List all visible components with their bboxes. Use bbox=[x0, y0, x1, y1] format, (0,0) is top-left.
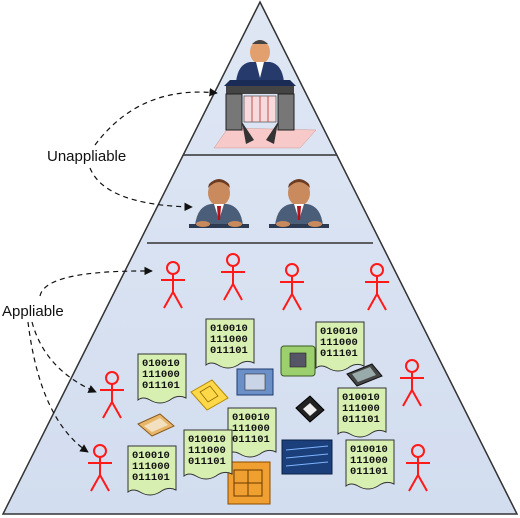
computer-chip-icon bbox=[137, 413, 175, 437]
binary-line: 011101 bbox=[142, 380, 180, 392]
binary-line: 010010 bbox=[142, 358, 180, 370]
binary-line: 011101 bbox=[320, 348, 358, 360]
binary-line: 011101 bbox=[188, 456, 226, 468]
binary-line: 010010 bbox=[188, 434, 226, 446]
binary-line: 111000 bbox=[210, 334, 248, 346]
binary-line: 010010 bbox=[210, 323, 248, 335]
binary-cards: 0100101110000111010100101110000111010100… bbox=[127, 318, 395, 496]
binary-line: 111000 bbox=[350, 455, 388, 467]
binary-line: 111000 bbox=[188, 445, 226, 457]
binary-line: 111000 bbox=[342, 403, 380, 415]
arrow-to-worker-middle bbox=[31, 321, 97, 393]
executive-desk-icon bbox=[213, 40, 317, 149]
binary-line: 011101 bbox=[132, 472, 170, 484]
arrow-to-worker-top bbox=[39, 266, 153, 297]
arrow-to-worker-bottom bbox=[27, 321, 89, 453]
binary-line: 111000 bbox=[142, 369, 180, 381]
binary-line: 011101 bbox=[232, 434, 270, 446]
computer-chip-icon bbox=[281, 439, 333, 475]
binary-line: 010010 bbox=[350, 444, 388, 456]
binary-line: 010010 bbox=[232, 412, 270, 424]
binary-line: 011101 bbox=[342, 414, 380, 426]
binary-line: 111000 bbox=[232, 423, 270, 435]
arrows bbox=[27, 88, 218, 453]
computer-chip-icon bbox=[227, 461, 271, 505]
binary-line: 010010 bbox=[132, 450, 170, 462]
computer-chip-icon bbox=[295, 395, 325, 423]
computer-chip-icon bbox=[346, 363, 383, 387]
binary-line: 010010 bbox=[320, 326, 358, 338]
binary-line: 011101 bbox=[350, 466, 388, 478]
binary-line: 010010 bbox=[342, 392, 380, 404]
binary-line: 011101 bbox=[210, 345, 248, 357]
binary-line: 111000 bbox=[132, 461, 170, 473]
binary-line: 111000 bbox=[320, 337, 358, 349]
computer-chip-icon bbox=[190, 379, 229, 411]
computer-chip-icon bbox=[280, 345, 316, 377]
appliable-label: Appliable bbox=[2, 303, 64, 320]
computer-chip-icon bbox=[236, 368, 274, 396]
unappliable-label: Unappliable bbox=[47, 148, 126, 165]
